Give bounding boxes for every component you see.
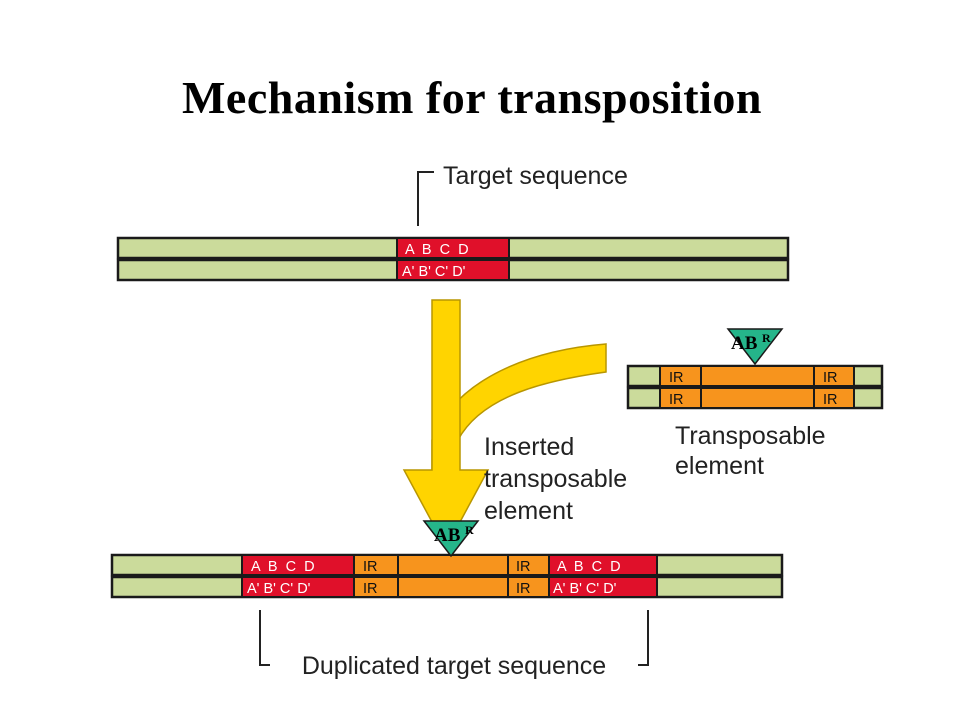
resistance-marker: AB R (726, 328, 784, 366)
target-dna: A B C D A' B' C' D' (116, 236, 790, 282)
target-strand-2-text: A' B' C' D' (402, 264, 466, 280)
recombinant-dna: A B C D A' B' C' D' IR IR IR IR A B C D … (110, 553, 784, 599)
transposon-ir-top-right: IR (823, 370, 838, 386)
target-strand-1-text: A B C D (405, 242, 469, 258)
right-target-block-bottom (548, 576, 658, 598)
inserted-ir-bottom-right: IR (516, 581, 531, 597)
left-target-strand-1: A B C D (251, 559, 315, 575)
duplicated-target-label: Duplicated target sequence (302, 652, 606, 680)
transposable-element: IR IR IR IR (626, 364, 884, 410)
left-target-strand-2: A' B' C' D' (247, 581, 311, 597)
inserted-marker-label-sup: R (465, 523, 474, 537)
inserted-ir-top-right: IR (516, 559, 531, 575)
inserted-marker-triangle (422, 520, 480, 558)
insertion-arrow (402, 299, 607, 550)
transposable-element-label-line2: element (675, 452, 764, 480)
marker-label: AB (731, 333, 758, 354)
inserted-ir-bottom-left: IR (363, 581, 378, 597)
transposon-ir-bottom-right: IR (823, 392, 838, 408)
transposable-element-label-line1: Transposable (675, 422, 826, 450)
inserted-label-line1: Inserted (484, 433, 574, 461)
transposon-ir-top-left: IR (669, 370, 684, 386)
target-sequence-block-top (396, 237, 510, 259)
transposon-body-top (659, 365, 855, 387)
target-sequence-label: Target sequence (443, 162, 628, 190)
inserted-resistance-marker: AB R (422, 520, 480, 558)
duplicated-target-bracket (259, 610, 649, 666)
inserted-marker-label: AB (434, 525, 461, 546)
inserted-label-line3: element (484, 497, 573, 525)
target-sequence-bracket (417, 171, 434, 226)
right-target-strand-1: A B C D (557, 559, 621, 575)
right-target-strand-2: A' B' C' D' (553, 581, 617, 597)
inserted-label-line2: transposable (484, 465, 627, 493)
page-title: Mechanism for transposition (182, 72, 762, 123)
inserted-ir-top-left: IR (363, 559, 378, 575)
right-target-block-top (548, 554, 658, 576)
transposon-ir-bottom-left: IR (669, 392, 684, 408)
marker-triangle (726, 328, 784, 366)
marker-label-sup: R (762, 331, 771, 345)
insertion-arrow-shaft (402, 299, 490, 550)
transposon-body-bottom (659, 387, 855, 409)
target-sequence-block-bottom (396, 259, 510, 281)
